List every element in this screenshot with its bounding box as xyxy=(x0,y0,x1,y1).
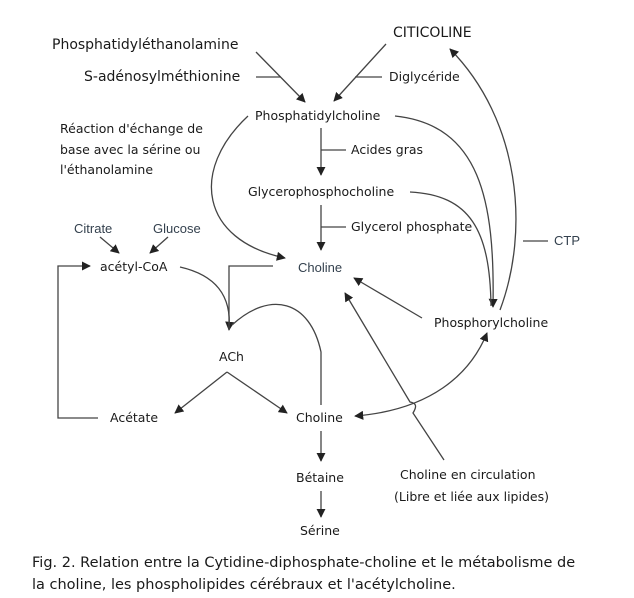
node-serine: Sérine xyxy=(300,523,340,538)
label-reaction-line1: Réaction d'échange de xyxy=(60,121,203,136)
arrow-pc-to-choline xyxy=(210,115,286,261)
arrow-phosphorylcholine-to-choline xyxy=(353,277,423,319)
node-phosphatidylethanolamine: Phosphatidyléthanolamine xyxy=(52,37,239,53)
label-glycerol-phosphate: Glycerol phosphate xyxy=(351,219,473,234)
node-phosphatidylcholine: Phosphatidylcholine xyxy=(255,108,381,123)
node-choline-bottom: Choline xyxy=(296,410,343,425)
caption-line2: la choline, les phospholipides cérébraux… xyxy=(32,577,456,593)
arrow-pc-to-phosphorylcholine xyxy=(394,115,498,308)
label-reaction-line3: l'éthanolamine xyxy=(60,162,154,177)
arrow-phosphorylcholine-to-citicoline xyxy=(449,48,517,311)
node-acetate: Acétate xyxy=(110,410,159,425)
node-choline-circulation-line1: Choline en circulation xyxy=(400,467,536,482)
arrow-acetylcoa-to-ach xyxy=(179,266,235,331)
node-phosphorylcholine: Phosphorylcholine xyxy=(434,315,549,330)
arrow-choline-to-ach xyxy=(228,265,273,330)
node-choline-circulation-line2: (Libre et liée aux lipides) xyxy=(394,489,549,504)
caption-line1: Fig. 2. Relation entre la Cytidine-dipho… xyxy=(32,555,576,571)
node-glucose: Glucose xyxy=(153,221,201,236)
node-betaine: Bétaine xyxy=(296,470,344,485)
arrow-ach-to-choline xyxy=(226,371,288,414)
arrow-choline-bottom-to-ach xyxy=(231,303,322,405)
arrow-citrate-to-acetylcoa xyxy=(99,236,120,254)
label-diglyceride: Diglycéride xyxy=(389,69,460,84)
arrow-citicoline-to-pc xyxy=(333,43,387,102)
node-citrate: Citrate xyxy=(74,221,113,236)
node-s-adenosylmethionine: S-adénosylméthionine xyxy=(84,69,241,85)
label-ctp: CTP xyxy=(554,233,580,248)
node-glycerophosphocholine: Glycerophosphocholine xyxy=(248,184,395,199)
arrow-ach-to-acetate xyxy=(174,371,228,414)
arrow-circulation-to-choline xyxy=(344,292,445,461)
label-reaction-line2: base avec la sérine ou xyxy=(60,142,201,157)
arrow-gpc-to-phosphorylcholine xyxy=(409,191,492,307)
node-ach: ACh xyxy=(219,349,244,364)
arrow-choline-phosphorylcholine xyxy=(354,332,489,420)
arrow-glucose-to-acetylcoa xyxy=(149,236,169,254)
node-choline-top: Choline xyxy=(298,260,343,275)
figure-caption: Fig. 2. Relation entre la Cytidine-dipho… xyxy=(32,552,622,596)
node-acetyl-coa: acétyl-CoA xyxy=(100,259,168,274)
label-acides-gras: Acides gras xyxy=(351,142,424,157)
arrow-acetate-to-acetylcoa xyxy=(57,261,98,419)
node-citicoline: CITICOLINE xyxy=(393,25,472,41)
